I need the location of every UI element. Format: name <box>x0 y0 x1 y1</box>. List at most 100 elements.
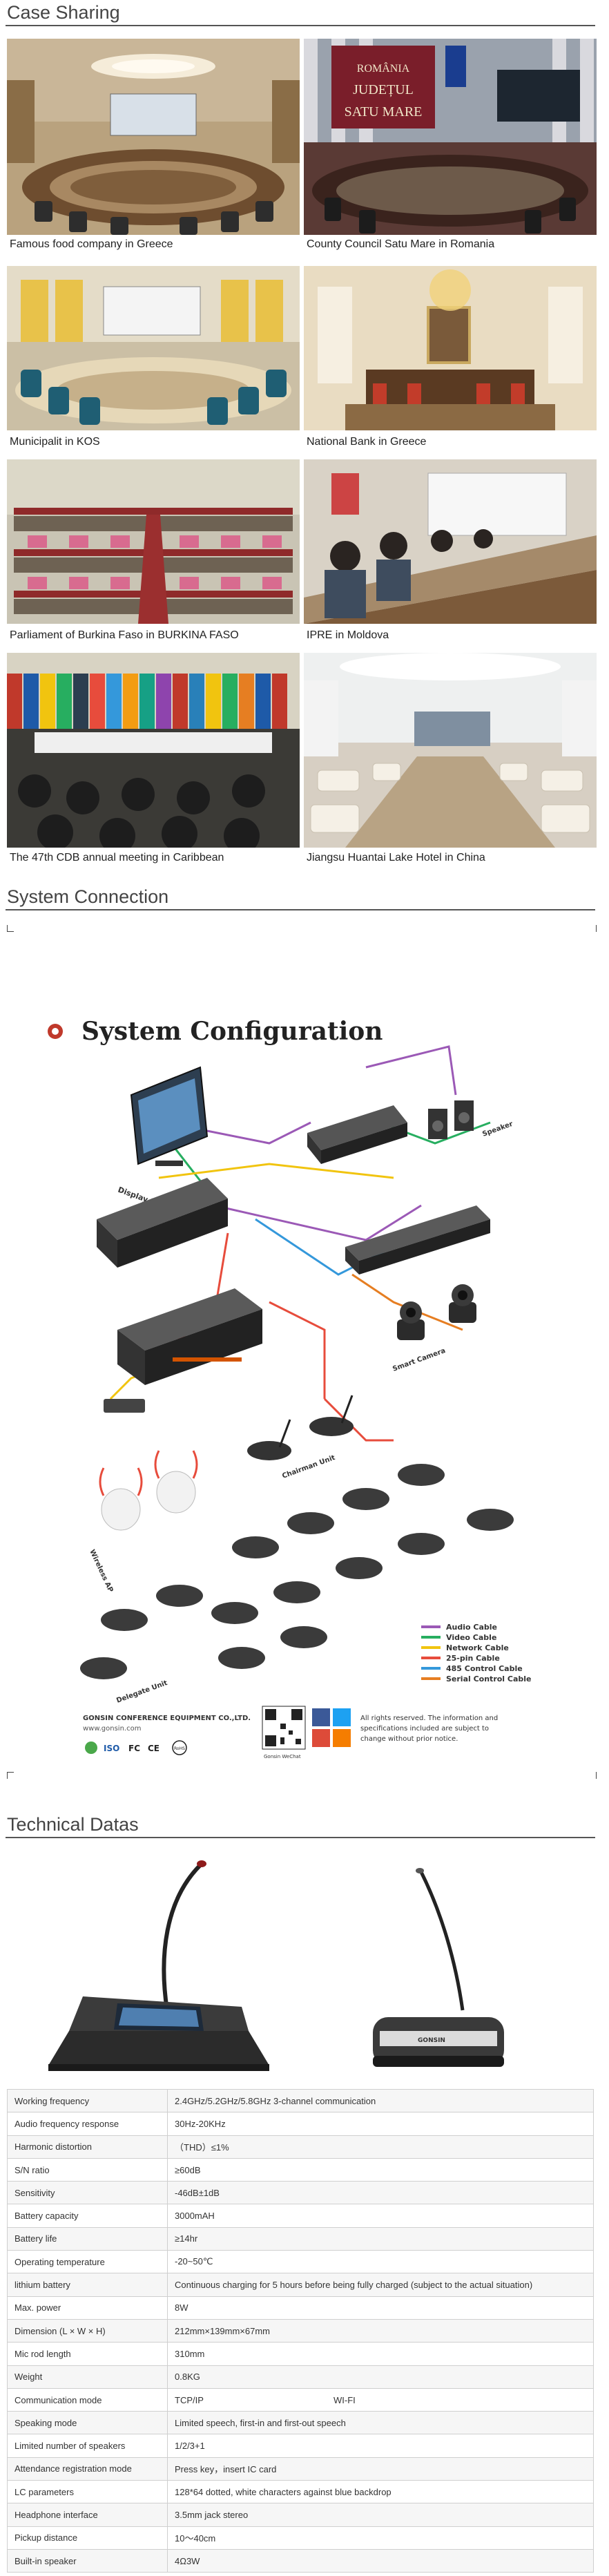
legend-label: Serial Control Cable <box>446 1675 532 1683</box>
delegate-unit-icons <box>80 1464 514 1679</box>
spec-label: Mic rod length <box>7 2342 168 2366</box>
spec-label: Battery life <box>7 2226 168 2251</box>
spec-label: Speaking mode <box>7 2411 168 2435</box>
spec-value-secondary: WI-FI <box>334 2394 356 2405</box>
spec-value: -46dB±1dB <box>167 2181 594 2205</box>
case-photo-kos[interactable] <box>7 266 300 430</box>
spec-label: Battery capacity <box>7 2204 168 2228</box>
case-caption: The 47th CDB annual meeting in Caribbean <box>10 852 224 864</box>
spec-row: Sensitivity-46dB±1dB <box>7 2181 594 2205</box>
spec-value-primary: TCP/IP <box>175 2394 204 2405</box>
product-brand: GONSIN <box>418 2037 445 2044</box>
case-photo-satu-mare[interactable]: ROMÂNIA JUDEȚUL SATU MARE <box>304 39 597 235</box>
case-caption: Municipalit in KOS <box>10 436 100 448</box>
frame-corner <box>7 1772 14 1779</box>
system-connection-header: System Connection <box>6 884 595 910</box>
spec-label: Weight <box>7 2365 168 2389</box>
case-caption: Famous food company in Greece <box>10 238 173 250</box>
camera-icon <box>397 1284 476 1340</box>
spec-label: Pickup distance <box>7 2526 168 2550</box>
google-plus-icon <box>312 1729 330 1747</box>
spec-value: 128*64 dotted, white characters against … <box>167 2480 594 2504</box>
case-photo-national-bank[interactable] <box>304 266 597 430</box>
spec-row: Operating temperature-20~50℃ <box>7 2250 594 2274</box>
host-unit-icon <box>307 1105 407 1164</box>
spec-row: Battery life≥14hr <box>7 2226 594 2251</box>
frame-corner <box>7 925 14 932</box>
council-hall-photo: ROMÂNIA JUDEȚUL SATU MARE <box>304 39 597 235</box>
product-image-front <box>41 1858 290 2079</box>
company-name: GONSIN CONFERENCE EQUIPMENT CO.,LTD. <box>83 1715 251 1722</box>
rights-line-1: All rights reserved. The information and <box>360 1715 498 1722</box>
rights-line-3: change without prior notice. <box>360 1735 458 1743</box>
spec-value: 0.8KG <box>167 2365 594 2389</box>
cable-legend: Audio Cable Video Cable Network Cable 25… <box>421 1623 532 1683</box>
frame-corner <box>590 1772 597 1779</box>
case-photo-food-company[interactable] <box>7 39 300 235</box>
spec-value: 8W <box>167 2296 594 2320</box>
spec-value: （THD）≤1% <box>167 2135 594 2159</box>
spec-label: Audio frequency response <box>7 2112 168 2136</box>
spec-value: 212mm×139mm×67mm <box>167 2318 594 2343</box>
conference-unit-back-icon: GONSIN <box>373 1868 504 2067</box>
legend-label: 25-pin Cable <box>446 1654 500 1663</box>
display-device-icon <box>130 1066 209 1166</box>
spec-label: Working frequency <box>7 2088 168 2113</box>
spec-value: 2.4GHz/5.2GHz/5.8GHz 3-channel communica… <box>167 2088 594 2113</box>
spec-value: 310mm <box>167 2342 594 2366</box>
case-caption: County Council Satu Mare in Romania <box>307 238 495 250</box>
case-caption: Jiangsu Huantai Lake Hotel in China <box>307 852 485 864</box>
technical-datas-title: Technical Datas <box>7 1814 139 1835</box>
facebook-icon <box>312 1708 330 1726</box>
chairman-unit-icon <box>247 1395 354 1460</box>
spec-value: 30Hz-20KHz <box>167 2112 594 2136</box>
rights-line-2: specifications included are subject to <box>360 1725 489 1733</box>
legend-label: Network Cable <box>446 1643 509 1652</box>
mixer-unit-icon <box>117 1288 262 1385</box>
spec-value: 10～40cm <box>167 2526 594 2550</box>
diagram-title: System Configuration <box>81 1017 383 1046</box>
case-photo-moldova[interactable] <box>304 459 597 624</box>
central-unit-icon <box>97 1178 228 1268</box>
spec-label: Headphone interface <box>7 2503 168 2527</box>
certification-icons: ISO FC CE RoHS <box>85 1740 187 1755</box>
case-photo-burkina-faso[interactable] <box>7 459 300 624</box>
delegate-unit-label: Delegate Unit <box>115 1679 168 1705</box>
spec-row: Dimension (L × W × H)212mm×139mm×67mm <box>7 2318 594 2343</box>
spec-label: Communication mode <box>7 2387 168 2412</box>
case-photo-jiangsu-hotel[interactable] <box>304 653 597 848</box>
spec-value: 3000mAH <box>167 2204 594 2228</box>
case-caption: IPRE in Moldova <box>307 629 389 641</box>
spec-value: TCP/IP WI-FI <box>167 2387 594 2412</box>
spec-label: lithium battery <box>7 2273 168 2297</box>
spec-label: Operating temperature <box>7 2250 168 2274</box>
legend-label: Audio Cable <box>446 1623 497 1632</box>
wireless-ap-icon <box>99 1450 198 1531</box>
spec-value: Limited speech, first-in and first-out s… <box>167 2411 594 2435</box>
flag-meeting-photo <box>7 653 300 848</box>
case-photo-cdb-caribbean[interactable] <box>7 653 300 848</box>
product-image-back: GONSIN <box>359 1858 539 2079</box>
ce-mark: CE <box>148 1744 160 1753</box>
switch-unit-icon <box>345 1205 490 1275</box>
speaker-icon <box>428 1100 474 1139</box>
blogger-icon <box>333 1729 351 1747</box>
spec-label: LC parameters <box>7 2480 168 2504</box>
case-caption: Parliament of Burkina Faso in BURKINA FA… <box>10 629 239 641</box>
spec-label: Dimension (L × W × H) <box>7 2318 168 2343</box>
spec-row: Harmonic distortion（THD）≤1% <box>7 2135 594 2159</box>
spec-value: Continuous charging for 5 hours before b… <box>167 2273 594 2297</box>
case-sharing-header: Case Sharing <box>6 0 595 26</box>
conference-unit-front-icon <box>48 1860 269 2071</box>
municipal-hall-photo <box>7 266 300 430</box>
